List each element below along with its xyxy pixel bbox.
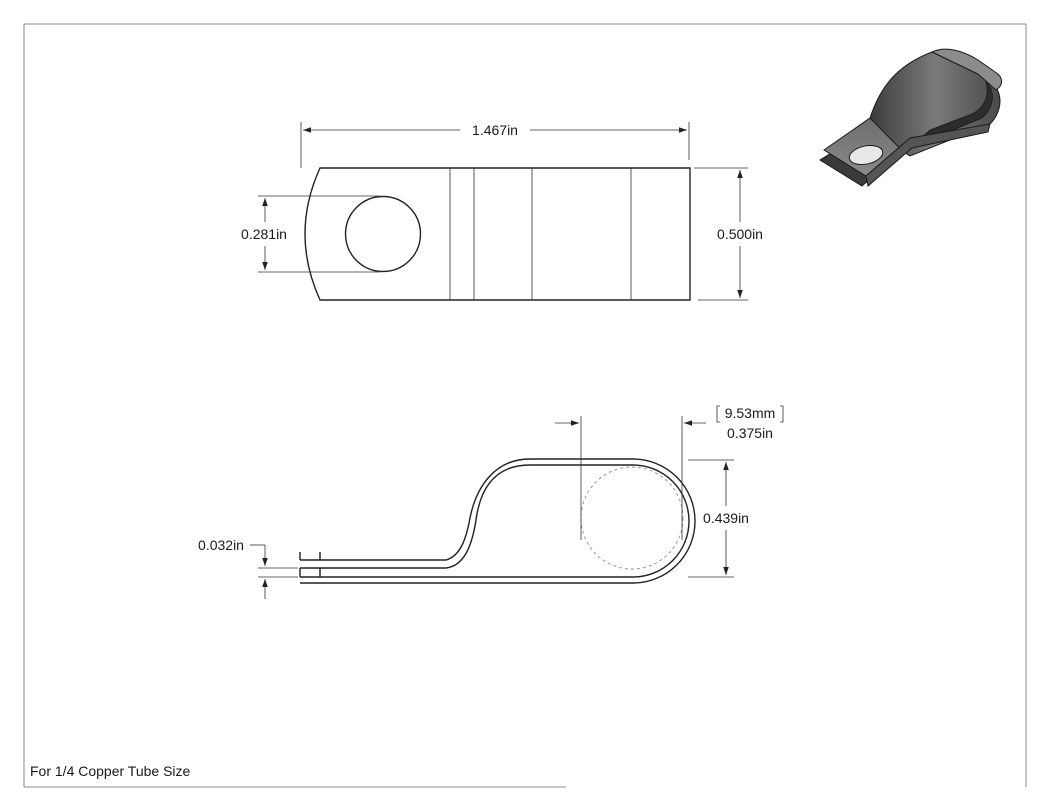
tube-size-mm-label: 9.53mm — [725, 405, 776, 421]
loop-height-label: 0.439in — [703, 510, 749, 526]
top-view-outline — [304, 167, 691, 301]
overall-length-label: 1.467in — [472, 122, 518, 138]
overall-length-dimension: 1.467in — [300, 122, 690, 168]
side-view-outer-profile — [300, 464, 690, 578]
isometric-view — [819, 48, 1003, 187]
hole-diameter-label: 0.281in — [241, 226, 287, 242]
width-dimension: 0.500in — [694, 167, 763, 301]
mounting-hole — [344, 195, 422, 273]
isometric-hole — [848, 145, 884, 165]
drawing-caption: For 1/4 Copper Tube Size — [30, 763, 191, 779]
tube-size-dimension: 9.53mm 0.375in — [555, 405, 784, 540]
tube-outline-hidden — [580, 466, 684, 570]
top-view — [304, 167, 691, 301]
thickness-label: 0.032in — [198, 537, 244, 553]
hole-diameter-dimension: 0.281in — [241, 195, 380, 273]
side-view-inner-profile — [300, 458, 696, 584]
sheet-border — [23, 23, 1027, 788]
thickness-dimension: 0.032in — [198, 537, 298, 599]
loop-height-dimension: 0.439in — [688, 459, 749, 578]
side-view — [299, 458, 696, 584]
width-label: 0.500in — [717, 226, 763, 242]
tube-size-in-label: 0.375in — [727, 425, 773, 441]
